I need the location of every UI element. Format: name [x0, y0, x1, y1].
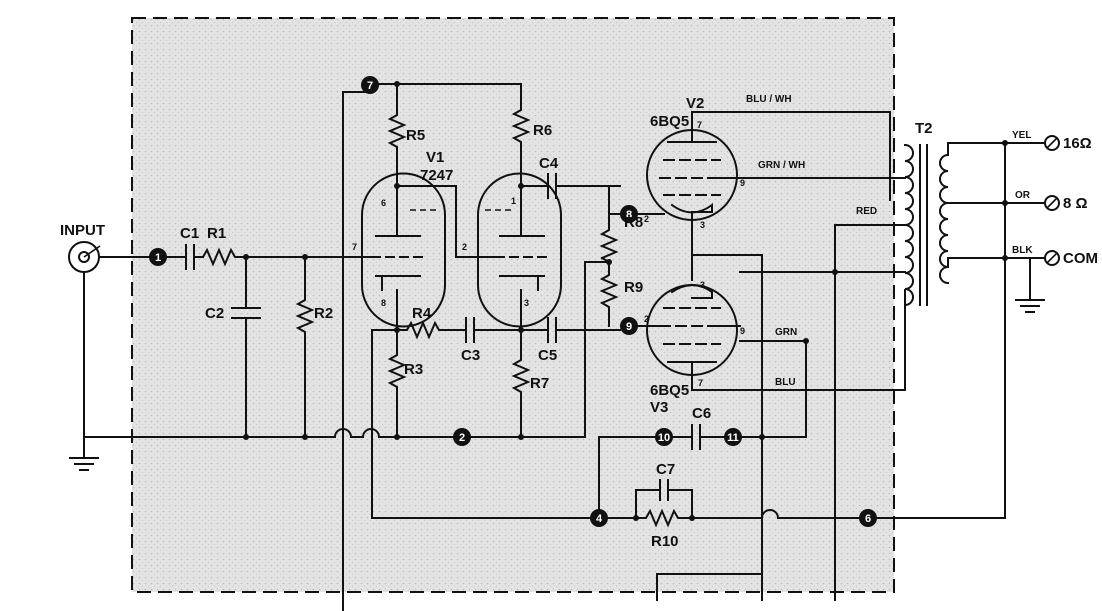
svg-text:4: 4	[596, 513, 603, 525]
v1-name: V1	[426, 149, 444, 166]
capacitor-c1	[166, 244, 204, 270]
tube-v1	[339, 172, 562, 331]
tube-v3	[637, 284, 741, 391]
c5-label: C5	[538, 347, 557, 364]
node-2	[453, 428, 471, 446]
wire-or: OR	[1015, 190, 1031, 201]
svg-text:9: 9	[740, 178, 745, 188]
r10-label: R10	[651, 533, 679, 550]
capacitor-c5	[520, 317, 621, 343]
tube-v2	[637, 111, 741, 241]
wire-grn-wh: GRN / WH	[758, 160, 805, 171]
r3-label: R3	[404, 361, 423, 378]
node-9	[620, 317, 638, 335]
wire-blu: BLU	[775, 377, 796, 388]
svg-text:9: 9	[740, 326, 745, 336]
node-4	[590, 509, 608, 527]
r9-label: R9	[624, 279, 643, 296]
wire-red: RED	[856, 206, 877, 217]
node-1	[149, 248, 167, 266]
output-16-label: 16Ω	[1063, 135, 1092, 152]
ground-symbol-input	[69, 436, 99, 471]
wire-grn: GRN	[775, 327, 797, 338]
c2-label: C2	[205, 305, 224, 322]
svg-text:7: 7	[698, 378, 703, 388]
capacitor-c6	[672, 424, 725, 450]
ground-bus	[83, 329, 586, 438]
c3-label: C3	[461, 347, 480, 364]
wire-yel: YEL	[1012, 130, 1031, 141]
node-10	[655, 428, 673, 446]
svg-text:2: 2	[644, 314, 649, 324]
r2-label: R2	[314, 305, 333, 322]
input-label: INPUT	[60, 222, 105, 239]
r6-label: R6	[533, 122, 552, 139]
capacitor-c4	[520, 173, 621, 199]
svg-text:1: 1	[155, 252, 161, 264]
v2-type: 6BQ5	[650, 113, 689, 130]
capacitor-c7	[607, 479, 693, 519]
svg-text:6: 6	[865, 513, 871, 525]
resistor-r2	[295, 256, 315, 438]
c7-label: C7	[656, 461, 675, 478]
resistor-r4	[396, 320, 467, 340]
wire-blu-wh: BLU / WH	[746, 94, 792, 105]
resistor-r6	[511, 83, 531, 187]
node-6	[859, 509, 877, 527]
r1-label: R1	[207, 225, 226, 242]
resistor-r5	[387, 83, 407, 187]
resistor-r10	[635, 508, 693, 528]
terminal-16ohm	[1044, 135, 1060, 151]
svg-text:8: 8	[626, 209, 632, 221]
t2-label: T2	[915, 120, 933, 137]
node-11	[724, 428, 742, 446]
svg-text:2: 2	[644, 214, 649, 224]
ground-symbol-output	[1015, 257, 1045, 313]
svg-text:3: 3	[700, 220, 705, 230]
c6-label: C6	[692, 405, 711, 422]
v3-type: 6BQ5	[650, 382, 689, 399]
input-jack	[68, 241, 101, 273]
r8-label: R8	[624, 214, 643, 231]
capacitor-c3	[465, 317, 522, 343]
svg-text:7: 7	[697, 120, 702, 130]
c1-label: C1	[180, 225, 199, 242]
svg-text:11: 11	[727, 432, 739, 444]
svg-text:3: 3	[700, 280, 705, 290]
resistor-r7	[511, 329, 531, 438]
wire-blk: BLK	[1012, 245, 1033, 256]
svg-text:7: 7	[367, 80, 373, 92]
v2-name: V2	[686, 95, 704, 112]
svg-text:2: 2	[462, 242, 467, 252]
v1-type: 7247	[420, 167, 453, 184]
svg-text:9: 9	[626, 321, 632, 333]
svg-text:10: 10	[658, 432, 670, 444]
resistor-r1	[201, 247, 341, 267]
capacitor-c2	[231, 256, 261, 438]
r5-label: R5	[406, 127, 425, 144]
svg-text:3: 3	[524, 298, 529, 308]
output-8-label: 8 Ω	[1063, 195, 1088, 212]
resistor-r3	[387, 329, 407, 438]
transformer-t2	[903, 143, 950, 307]
svg-text:2: 2	[459, 432, 465, 444]
terminal-8ohm	[1044, 195, 1060, 211]
svg-text:7: 7	[352, 242, 357, 252]
node-8	[620, 205, 638, 223]
output-com-label: COM	[1063, 250, 1098, 267]
c4-label: C4	[539, 155, 559, 172]
terminal-com	[1044, 250, 1060, 266]
v3-name: V3	[650, 399, 668, 416]
node-7	[361, 76, 379, 94]
r7-label: R7	[530, 375, 549, 392]
svg-text:8: 8	[381, 298, 386, 308]
resistor-r8	[599, 185, 621, 260]
svg-text:6: 6	[381, 198, 386, 208]
svg-text:1: 1	[511, 196, 516, 206]
r4-label: R4	[412, 305, 432, 322]
